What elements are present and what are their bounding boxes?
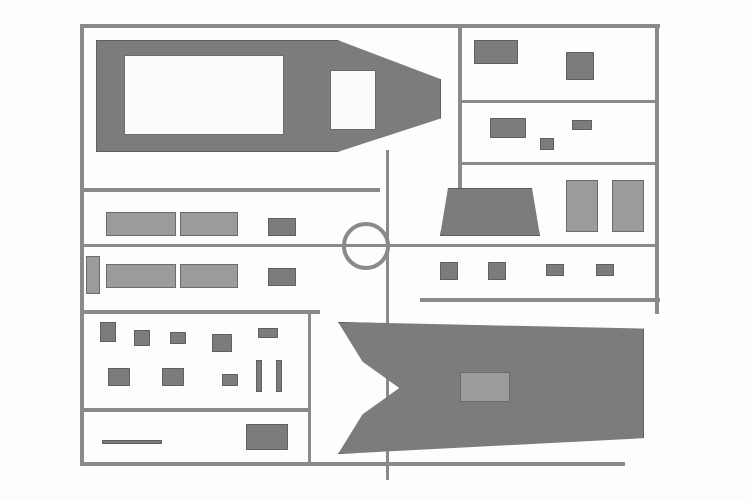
small-part-4 <box>212 334 232 352</box>
rod-part-2 <box>276 360 282 392</box>
hull-opening-1 <box>124 55 284 135</box>
storage-box-2 <box>612 180 644 232</box>
floor-center-piece <box>460 372 510 402</box>
runner-mid-vertical <box>458 24 462 194</box>
runner-upper-right-h2 <box>462 162 657 165</box>
mirror-2 <box>162 368 184 386</box>
fender-plate-4 <box>180 264 238 288</box>
runner-lower-mid-v <box>308 312 311 462</box>
runner-horizontal-3 <box>420 298 660 302</box>
runner-upper-right-h1 <box>462 100 657 103</box>
runner-horizontal-4 <box>80 408 310 412</box>
wedge-part-2 <box>268 268 296 286</box>
small-part-6 <box>222 374 238 386</box>
side-plate <box>86 256 100 294</box>
small-part-3 <box>170 332 186 344</box>
bracket-part-1 <box>474 40 518 64</box>
small-part-5 <box>258 328 278 338</box>
small-box-2 <box>596 264 614 276</box>
runner-center-v <box>386 150 389 480</box>
fender-plate-3 <box>106 264 176 288</box>
bracket-part-3 <box>490 118 526 138</box>
wedge-part-1 <box>268 218 296 236</box>
jerrycan-1 <box>440 262 458 280</box>
small-box-1 <box>546 264 564 276</box>
small-part-1 <box>100 322 116 342</box>
runner-left <box>80 24 84 464</box>
runner-top <box>80 24 660 28</box>
bracket-part-2 <box>566 52 594 80</box>
small-part-2 <box>134 330 150 346</box>
bracket-part-4 <box>572 120 592 130</box>
central-ring-hub <box>342 222 390 270</box>
fender-plate-2 <box>180 212 238 236</box>
bracket-part-5 <box>540 138 554 150</box>
fender-plate-1 <box>106 212 176 236</box>
engine-deck <box>440 188 540 236</box>
rod-part-1 <box>256 360 262 392</box>
runner-horizontal-1 <box>80 188 380 192</box>
cover-part <box>246 424 288 450</box>
storage-box-1 <box>566 180 598 232</box>
mirror-1 <box>108 368 130 386</box>
runner-bottom <box>80 462 625 466</box>
hull-opening-2 <box>330 70 376 130</box>
runner-horizontal-2 <box>80 310 320 314</box>
jerrycan-2 <box>488 262 506 280</box>
frame-part <box>102 440 162 444</box>
runner-right <box>655 24 659 314</box>
